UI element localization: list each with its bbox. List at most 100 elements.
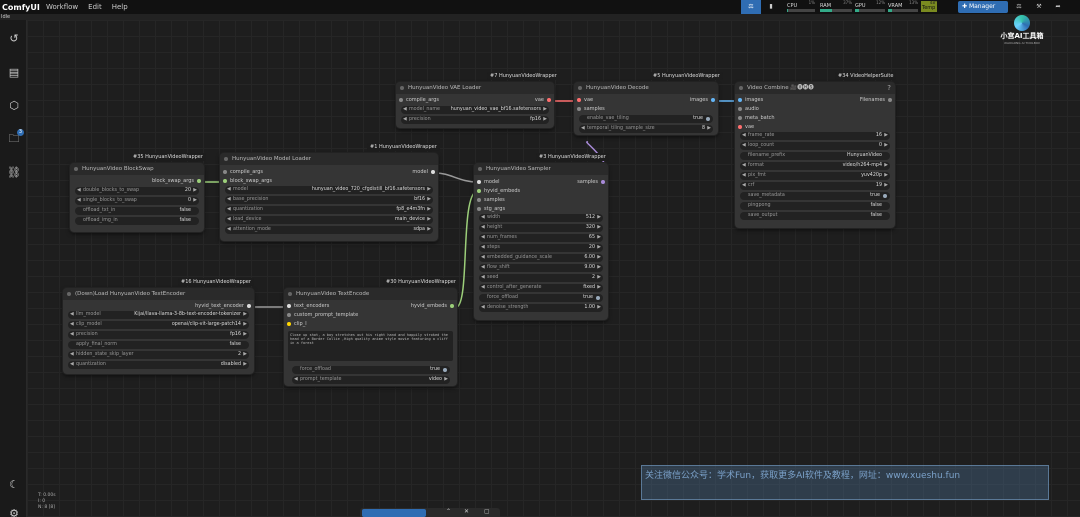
input-slot[interactable]: vae bbox=[577, 96, 593, 104]
hammer-icon[interactable]: ⚒ bbox=[1036, 3, 1042, 10]
node-title[interactable]: HunyuanVideo Model Loader bbox=[220, 153, 438, 165]
node-title[interactable]: HunyuanVideo Decode bbox=[574, 82, 718, 94]
cube-icon[interactable]: ⬡ bbox=[9, 99, 19, 112]
input-slot[interactable]: hyvid_embeds bbox=[477, 187, 520, 195]
share-icon[interactable]: ➦ bbox=[1055, 3, 1061, 10]
history-icon[interactable]: ↺ bbox=[9, 32, 19, 45]
folder-icon[interactable]: 🗀 3 bbox=[8, 129, 24, 145]
output-slot[interactable]: Filenames bbox=[860, 96, 892, 104]
settings-icon[interactable]: ⚙ bbox=[9, 507, 19, 517]
node-vae-loader[interactable]: HunyuanVideo VAE Loader compile_args vae… bbox=[396, 82, 554, 128]
stop-icon[interactable]: ▢ bbox=[484, 508, 490, 515]
output-slot[interactable]: samples bbox=[577, 178, 605, 186]
output-slot[interactable]: block_swap_args bbox=[152, 177, 201, 185]
input-slot[interactable]: audio bbox=[738, 105, 759, 113]
input-slot[interactable]: images bbox=[738, 96, 763, 104]
input-slot[interactable]: clip_l bbox=[287, 320, 307, 328]
output-slot[interactable]: vae bbox=[535, 96, 551, 104]
output-slot[interactable]: model bbox=[412, 168, 435, 176]
input-slot[interactable]: samples bbox=[577, 105, 605, 113]
chevron-up-icon[interactable]: ⌃ bbox=[446, 508, 452, 515]
node-decode[interactable]: HunyuanVideo Decode vae samples images e… bbox=[574, 82, 718, 135]
input-slot[interactable]: custom_prompt_template bbox=[287, 311, 358, 319]
node-title[interactable]: Video Combine 🎥🅥🅗🅢 bbox=[735, 82, 895, 94]
close-icon[interactable]: ✕ bbox=[464, 508, 470, 515]
output-slot[interactable]: images bbox=[690, 96, 715, 104]
input-slot[interactable]: meta_batch bbox=[738, 114, 775, 122]
node-title[interactable]: HunyuanVideo VAE Loader bbox=[396, 82, 554, 94]
node-text-encoder-loader[interactable]: (Down)Load HunyuanVideo TextEncoder hyvi… bbox=[63, 288, 254, 374]
node-video-combine[interactable]: Video Combine 🎥🅥🅗🅢 ? images audio meta_b… bbox=[735, 82, 895, 228]
input-slot[interactable]: model bbox=[477, 178, 500, 186]
node-model-loader[interactable]: HunyuanVideo Model Loader compile_args b… bbox=[220, 153, 438, 241]
menu-edit[interactable]: Edit bbox=[88, 3, 102, 11]
input-slot[interactable]: text_encoders bbox=[287, 302, 329, 310]
help-icon[interactable]: ? bbox=[887, 84, 891, 92]
input-slot[interactable]: block_swap_args bbox=[223, 177, 272, 185]
menu-workflow[interactable]: Workflow bbox=[46, 3, 79, 11]
input-slot[interactable]: samples bbox=[477, 196, 505, 204]
toggle-link-icon[interactable]: ⚖ bbox=[741, 0, 761, 14]
node-title[interactable]: (Down)Load HunyuanVideo TextEncoder bbox=[63, 288, 254, 300]
node-text-encode[interactable]: HunyuanVideo TextEncode text_encoders cu… bbox=[284, 288, 457, 386]
output-slot[interactable]: hyvid_text_encoder bbox=[195, 302, 251, 310]
node-blockswap[interactable]: HunyuanVideo BlockSwap block_swap_args ◀… bbox=[70, 163, 204, 232]
scale-icon[interactable]: ⚖ bbox=[1016, 3, 1022, 10]
manager-button[interactable]: ✚ Manager bbox=[958, 1, 1008, 13]
input-slot[interactable]: compile_args bbox=[223, 168, 263, 176]
bookmark-icon[interactable]: ▮ bbox=[769, 3, 773, 10]
sitemap-icon[interactable]: ⛓ bbox=[7, 166, 21, 179]
queue-button[interactable] bbox=[362, 509, 426, 517]
prompt-textarea[interactable]: Close up shot, a boy stretches out his r… bbox=[288, 331, 453, 361]
menu-help[interactable]: Help bbox=[111, 3, 128, 11]
node-title[interactable]: HunyuanVideo TextEncode bbox=[284, 288, 457, 300]
node-sampler[interactable]: HunyuanVideo Sampler model hyvid_embeds … bbox=[474, 163, 608, 320]
node-title[interactable]: HunyuanVideo BlockSwap bbox=[70, 163, 204, 175]
node-title[interactable]: HunyuanVideo Sampler bbox=[474, 163, 608, 175]
input-slot[interactable]: vae bbox=[738, 123, 754, 131]
input-slot[interactable]: compile_args bbox=[399, 96, 439, 104]
input-slot[interactable]: stg_args bbox=[477, 205, 505, 213]
moon-icon[interactable]: ☾ bbox=[9, 478, 19, 491]
